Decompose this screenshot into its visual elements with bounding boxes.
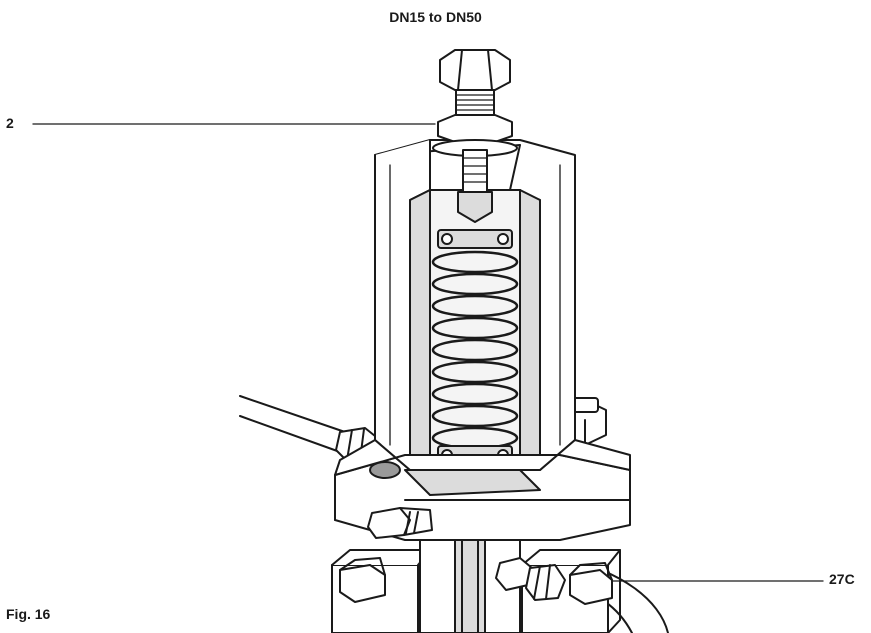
left-tube [239,395,346,453]
right-fitting-27c [495,557,566,601]
callout-label-27c: 27C [829,571,855,587]
lower-body [331,549,621,633]
diagram-title: DN15 to DN50 [389,9,482,25]
housing-flange [334,439,631,476]
callout-label-2: 2 [6,115,14,131]
spring-assembly [431,229,519,465]
adjusting-screw [432,49,518,223]
lower-left-fitting [367,507,433,539]
figure-label: Fig. 16 [6,606,51,622]
